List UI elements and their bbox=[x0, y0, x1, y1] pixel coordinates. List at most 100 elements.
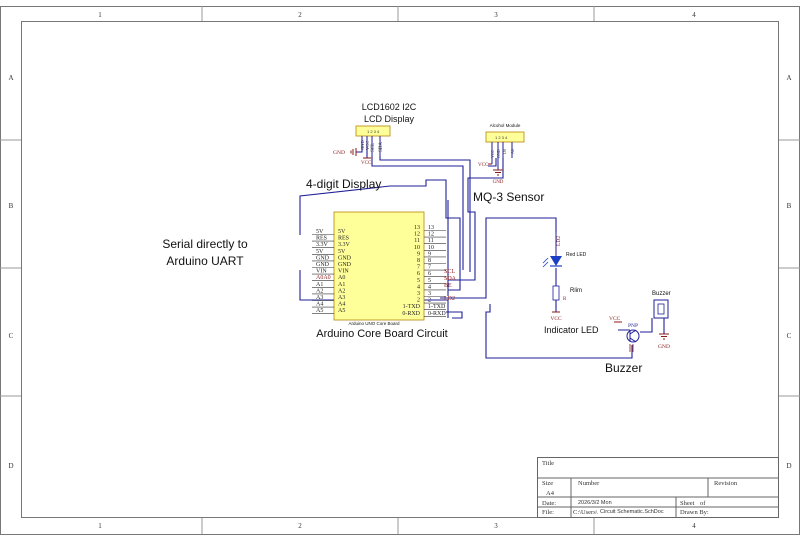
arduino-left-pin-3: 5V bbox=[338, 249, 346, 255]
row-label-left-b: B bbox=[9, 202, 14, 210]
arduino-right-pin-11: 2 bbox=[417, 298, 420, 304]
buzzer-gnd-symbol bbox=[659, 333, 669, 340]
lcd-name: LCD1602 I2C bbox=[362, 102, 417, 112]
arduino-right-outer-2: 11 bbox=[428, 238, 434, 244]
arduino-left-pin-10: A3 bbox=[338, 295, 345, 301]
lcd-pin-vcc: VCC bbox=[365, 141, 370, 150]
arduino-right-outer-3: 10 bbox=[428, 245, 434, 251]
wire-serial-txd bbox=[446, 311, 463, 319]
date-value: 2026/3/2 Mon bbox=[578, 500, 612, 506]
arduino-right-pin-1: 12 bbox=[414, 232, 420, 238]
date-label: Date: bbox=[542, 500, 556, 507]
arduino-right-outer-0: 13 bbox=[428, 225, 434, 231]
indicator-led-label: Indicator LED bbox=[544, 325, 599, 335]
led-part-label: Red LED bbox=[566, 252, 587, 258]
size-value: A4 bbox=[546, 490, 555, 497]
arduino-left-outer-4: GND bbox=[316, 255, 330, 261]
mq3-pin-vcc: VCC bbox=[490, 149, 495, 158]
lcd-gnd-symbol bbox=[350, 148, 357, 156]
arduino-right-outer-7: 6 bbox=[428, 271, 431, 277]
mq3-connector: 1 2 3 4 VCC GND D0 A0 bbox=[485, 131, 525, 170]
wire-mq3-a0 bbox=[448, 158, 504, 281]
arduino-left-pin-0: 5V bbox=[338, 229, 346, 235]
alcohol-module-label: Alcohol Module bbox=[490, 123, 521, 128]
arduino-right-pin-8: 5 bbox=[417, 278, 420, 284]
arduino-right-outer-11: 2 bbox=[428, 298, 431, 304]
mq3-title: MQ-3 Sensor bbox=[473, 190, 544, 204]
file-value: C:\Users\ bbox=[573, 509, 598, 516]
arduino-left-outer-0: 5V bbox=[316, 229, 324, 235]
arduino-right-outer-13: 0-RXD bbox=[428, 311, 446, 317]
arduino-right-pin-12: 1-TXD bbox=[403, 304, 421, 310]
arduino-left-outer-11: A4 bbox=[316, 302, 323, 308]
arduino-left-outer-10: A3 bbox=[316, 295, 323, 301]
arduino-left-pin-8: A1 bbox=[338, 282, 345, 288]
lcd-vcc-label: VCC bbox=[361, 161, 372, 166]
buzzer-gnd-label: GND bbox=[658, 344, 670, 350]
arduino-left-outer-7: A0A0 bbox=[316, 275, 331, 281]
resistor-rlim bbox=[552, 285, 560, 301]
led-designator: LD2 bbox=[556, 236, 562, 246]
resistor-label: Rlim bbox=[570, 288, 582, 294]
file-label: File: bbox=[542, 509, 554, 516]
display-label: 4-digit Display bbox=[306, 177, 381, 191]
arduino-right-outer-1: 12 bbox=[428, 232, 434, 238]
arduino-left-outer-3: 5V bbox=[316, 249, 324, 255]
arduino-right-pin-0: 13 bbox=[414, 225, 420, 231]
led-symbol bbox=[542, 232, 562, 268]
arduino-right-outer-6: 7 bbox=[428, 265, 431, 271]
core-board-label: Arduino UNO Core Board bbox=[348, 321, 400, 326]
wire-lcd-scl bbox=[371, 156, 464, 270]
arduino-right-outer-12: 1-TXD bbox=[428, 304, 446, 310]
wire-display-1 bbox=[299, 179, 461, 291]
lcd-pin-scl: SCL bbox=[371, 143, 376, 152]
arduino-right-pin-4: 9 bbox=[417, 251, 420, 257]
inner-border bbox=[21, 21, 779, 518]
arduino-right-pin-9: 4 bbox=[417, 284, 420, 290]
row-label-right-c: C bbox=[787, 332, 792, 340]
svg-text:1 2 3 4: 1 2 3 4 bbox=[495, 135, 508, 140]
wire-buzzer bbox=[485, 304, 633, 359]
pnp-transistor bbox=[618, 329, 640, 343]
number-label: Number bbox=[578, 480, 600, 487]
serial-note-line2: Arduino UART bbox=[166, 254, 244, 268]
arduino-right-outer-5: 8 bbox=[428, 258, 431, 264]
arduino-left-outer-2: 3.3V bbox=[316, 242, 329, 248]
arduino-left-pin-5: GND bbox=[338, 262, 352, 268]
row-label-left-a: A bbox=[8, 74, 13, 82]
wire-led bbox=[440, 217, 557, 299]
mq3-pin-a0: A0 bbox=[510, 149, 515, 154]
arduino-right-outer-10: 3 bbox=[428, 291, 431, 297]
arduino-left-outer-12: A5 bbox=[316, 308, 323, 314]
col-label-bottom-4: 4 bbox=[692, 522, 696, 530]
revision-label: Revision bbox=[714, 480, 738, 487]
lcd-title: LCD Display bbox=[364, 114, 415, 124]
buzzer-title: Buzzer bbox=[605, 361, 642, 375]
wire-lcd-sda bbox=[379, 156, 471, 272]
resistor-designator: R bbox=[563, 297, 567, 302]
title-block bbox=[537, 457, 779, 518]
size-label: Size bbox=[542, 480, 553, 487]
net-label-ld2: LD2 bbox=[444, 296, 455, 302]
sheet-label: Sheet bbox=[680, 500, 695, 507]
arduino-left-outer-5: GND bbox=[316, 262, 330, 268]
arduino-right-outer-8: 5 bbox=[428, 278, 431, 284]
arduino-right-pin-2: 11 bbox=[414, 238, 420, 244]
lcd-pin-sda: SDA bbox=[379, 142, 384, 152]
arduino-right-pin-6: 7 bbox=[417, 265, 420, 271]
file-name: Circuit Schematic.SchDoc bbox=[600, 509, 664, 515]
arduino-board bbox=[333, 211, 425, 321]
arduino-right-pin-10: 3 bbox=[417, 291, 420, 297]
net-label-scl: SCL bbox=[444, 269, 455, 275]
mq3-pin-gnd: GND bbox=[496, 149, 501, 158]
arduino-left-pin-6: VIN bbox=[338, 269, 349, 275]
wire-buzzer-pnp bbox=[640, 318, 653, 333]
net-label-be: BE bbox=[444, 283, 452, 289]
arduino-left-pin-7: A0 bbox=[338, 275, 345, 281]
core-title: Arduino Core Board Circuit bbox=[316, 328, 447, 340]
svg-text:1 2 3 4: 1 2 3 4 bbox=[367, 129, 380, 134]
col-label-top-1: 1 bbox=[98, 11, 102, 19]
arduino-left-outer-8: A1 bbox=[316, 282, 323, 288]
serial-note-line1: Serial directly to bbox=[162, 237, 248, 251]
